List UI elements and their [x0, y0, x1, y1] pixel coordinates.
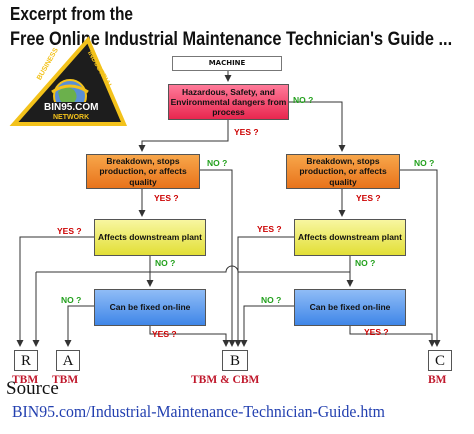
no-label: NO ?	[261, 295, 282, 305]
terminal-c-label: BM	[428, 374, 447, 386]
terminal-a-label: TBM	[52, 374, 79, 386]
online-decision-right: Can be fixed on-line	[294, 289, 406, 326]
yes-label: YES ?	[234, 127, 259, 137]
no-label: NO ?	[207, 158, 228, 168]
yes-label: YES ?	[152, 329, 177, 339]
header-line-2: Free Online Industrial Maintenance Techn…	[10, 29, 453, 50]
yes-label: YES ?	[356, 193, 381, 203]
no-label: NO ?	[155, 258, 176, 268]
yes-label: YES ?	[57, 226, 82, 236]
online-decision-left: Can be fixed on-line	[94, 289, 206, 326]
no-label: NO ?	[61, 295, 82, 305]
no-label: NO ?	[414, 158, 435, 168]
yes-label: YES ?	[154, 193, 179, 203]
terminal-b-label: TBM & CBM	[191, 374, 260, 386]
downstream-decision-left: Affects downstream plant	[94, 219, 206, 256]
logo-main-text: BIN95.COM	[44, 102, 99, 113]
terminal-a: A	[56, 350, 80, 371]
no-label: NO ?	[355, 258, 376, 268]
machine-box: MACHINE	[172, 56, 282, 71]
terminal-b: B	[222, 350, 248, 371]
terminal-r: R	[14, 350, 38, 371]
header-line-1: Excerpt from the	[10, 4, 134, 24]
no-label: NO ?	[293, 95, 314, 105]
downstream-decision-right: Affects downstream plant	[294, 219, 406, 256]
source-link[interactable]: BIN95.com/Industrial-Maintenance-Technic…	[12, 402, 385, 421]
terminal-r-label: TBM	[12, 374, 39, 386]
terminal-c: C	[428, 350, 452, 371]
breakdown-decision-right: Breakdown, stops production, or affects …	[286, 154, 400, 189]
breakdown-decision-left: Breakdown, stops production, or affects …	[86, 154, 200, 189]
yes-label: YES ?	[257, 224, 282, 234]
hazard-decision-box: Hazardous, Safety, and Environmental dan…	[168, 84, 289, 120]
yes-label: YES ?	[364, 327, 389, 337]
logo-network-text: NETWORK	[53, 114, 90, 121]
source-label: Source	[6, 378, 59, 399]
